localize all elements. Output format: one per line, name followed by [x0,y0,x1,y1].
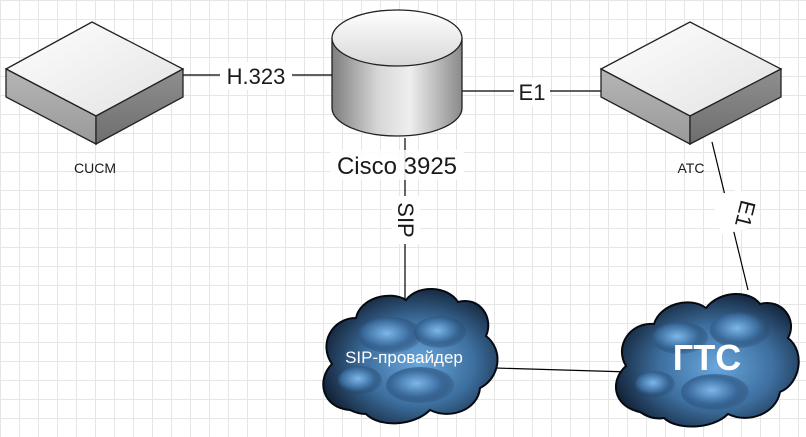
node-label-gts: ГТС [673,337,741,378]
switch-box-icon [599,21,783,146]
node-labels: CUCM Cisco 3925 АТС SIP-провайдер ГТС [74,150,741,378]
node-label-router: Cisco 3925 [337,153,457,180]
node-label-cucm: CUCM [74,160,116,176]
router-cylinder-icon [331,9,463,137]
sip-provider-cloud [322,287,499,425]
link-labels: H.323 E1 SIP E1 [220,62,761,244]
router-device [331,9,463,137]
link-label-h323: H.323 [227,64,286,89]
node-label-sip-provider: SIP-провайдер [345,348,463,367]
cloud-icon [322,287,499,425]
ats-device [599,21,783,146]
link-sip-gts [494,367,631,373]
link-label-sip: SIP [393,202,418,237]
cloud-icon [615,292,800,428]
node-label-ats: АТС [678,160,705,176]
link-label-e1-router: E1 [519,80,546,105]
switch-box-icon [4,21,185,146]
cucm-device [4,21,185,146]
gts-cloud [615,292,800,428]
